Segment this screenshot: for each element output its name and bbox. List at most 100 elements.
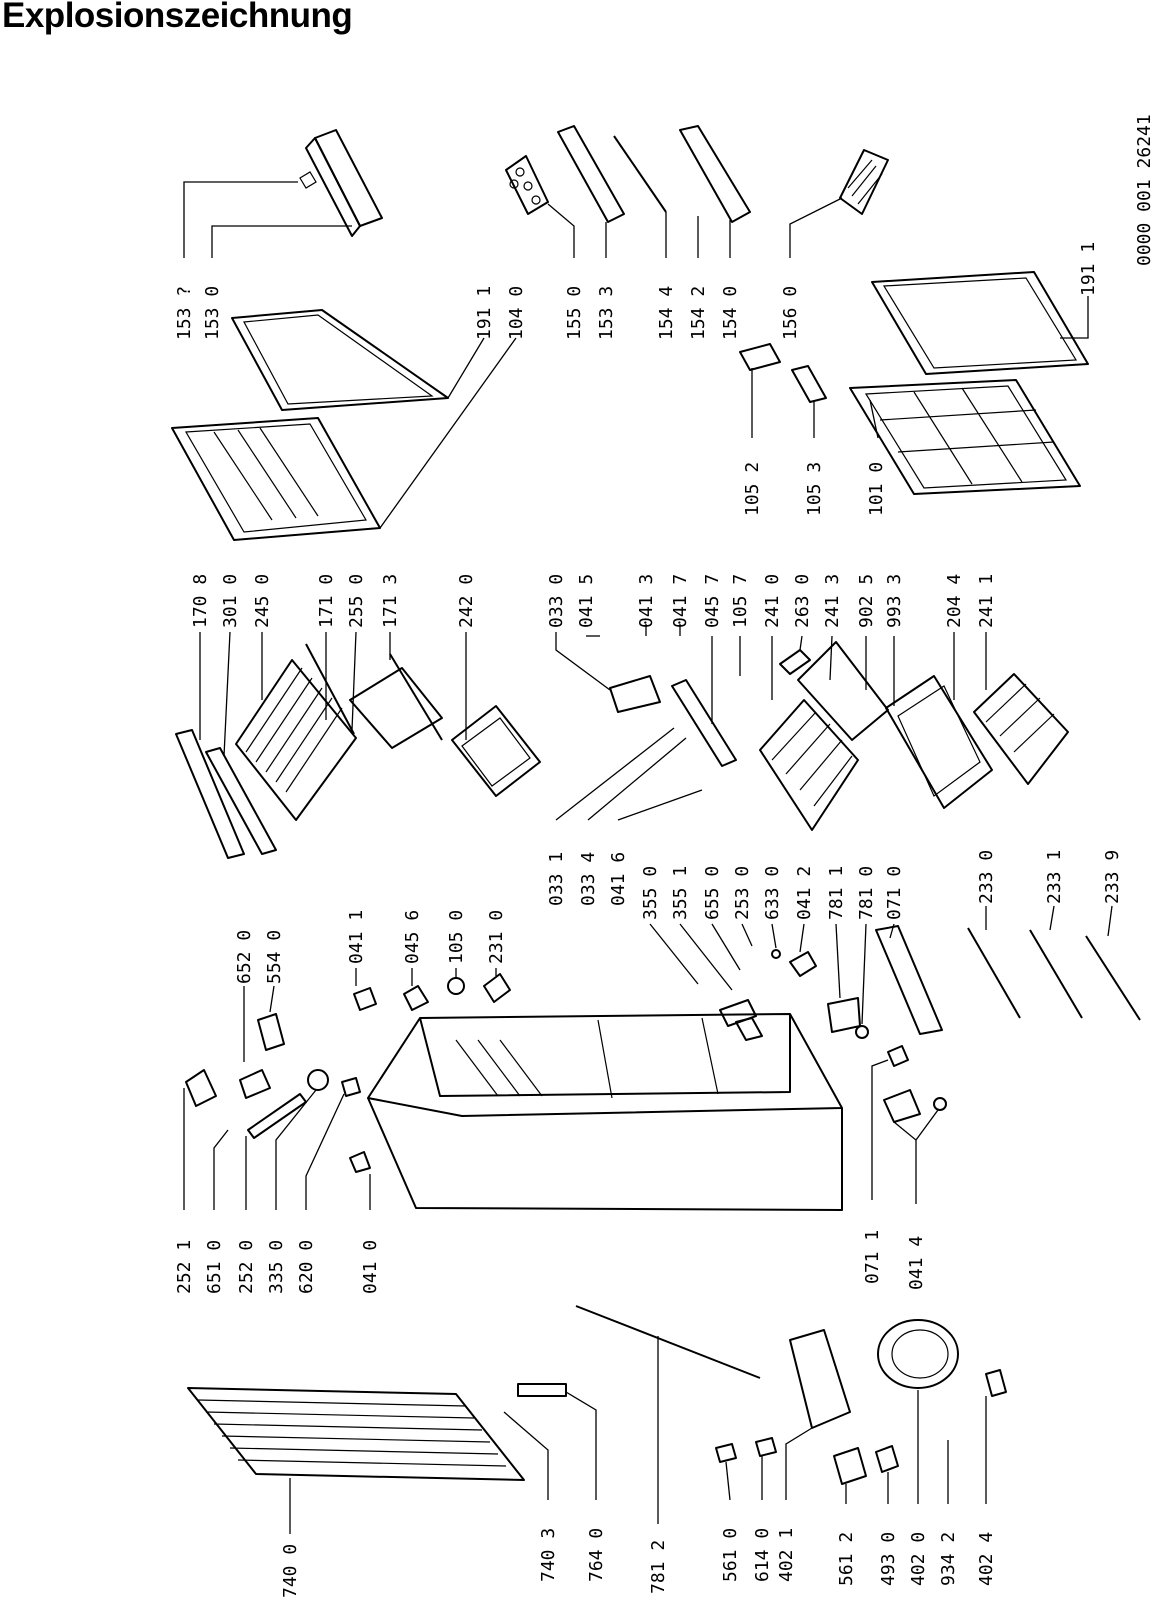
block-part — [341, 1077, 361, 1097]
label-263-0: 263 0 — [792, 574, 813, 628]
door-part — [171, 417, 381, 541]
label-993-3: 993 3 — [884, 574, 905, 628]
label-633-0: 633 0 — [762, 866, 783, 920]
screw-part — [933, 1097, 947, 1111]
label-245-0: 245 0 — [252, 574, 273, 628]
label-252-0: 252 0 — [236, 1240, 257, 1294]
label-041-2: 041 2 — [794, 866, 815, 920]
label-554-0: 554 0 — [264, 930, 285, 984]
glass-shelf-part — [349, 667, 443, 749]
label-041-7: 041 7 — [670, 574, 691, 628]
rail-233-1-part — [1029, 929, 1083, 1019]
label-041-4: 041 4 — [906, 1236, 927, 1290]
hinge-bottom-part — [883, 1089, 921, 1123]
shelf-trim-part — [175, 729, 245, 859]
label-191-1-door: 191 1 — [474, 286, 495, 340]
hinge-top-part — [185, 1069, 217, 1107]
part-shapes — [171, 125, 1141, 1485]
label-233-0: 233 0 — [976, 850, 997, 904]
label-041-5: 041 5 — [576, 574, 597, 628]
label-033-1: 033 1 — [546, 852, 567, 906]
label-041-6: 041 6 — [608, 852, 629, 906]
shelf-edge-part — [305, 643, 355, 735]
label-154-0: 154 0 — [720, 286, 741, 340]
strip-part — [671, 679, 737, 767]
freezer-seal-part — [871, 271, 1089, 375]
basket-241-1-part — [973, 673, 1069, 785]
label-104-0: 104 0 — [506, 286, 527, 340]
label-241-1: 241 1 — [976, 574, 997, 628]
hinge-cover-part — [791, 365, 827, 403]
label-561-2: 561 2 — [836, 1532, 857, 1586]
rail-233-9-part — [1085, 935, 1141, 1021]
label-252-1: 252 1 — [174, 1240, 195, 1294]
label-561-0: 561 0 — [720, 1528, 741, 1582]
label-071-1: 071 1 — [862, 1230, 883, 1284]
hinge-part — [739, 343, 781, 371]
label-101-0: 101 0 — [866, 462, 887, 516]
label-171-3: 171 3 — [380, 574, 401, 628]
label-105-0: 105 0 — [446, 910, 467, 964]
label-171-0: 171 0 — [316, 574, 337, 628]
shelf-153-3-part — [557, 125, 625, 223]
part-labels: 153 ? 153 0 191 1 104 0 155 0 153 3 154 … — [174, 114, 1155, 1598]
label-355-1: 355 1 — [670, 866, 691, 920]
light-cover-part — [875, 925, 943, 1035]
cap-part — [483, 973, 511, 1003]
label-781-2: 781 2 — [648, 1540, 669, 1594]
leader-lines — [183, 181, 1113, 1534]
label-033-4: 033 4 — [578, 852, 599, 906]
label-652-0: 652 0 — [234, 930, 255, 984]
basket-241-0-part — [759, 699, 859, 831]
page-title: Explosionszeichnung — [2, 0, 353, 35]
knob-part — [239, 1069, 271, 1099]
label-740-3: 740 3 — [538, 1528, 559, 1582]
label-402-1: 402 1 — [776, 1528, 797, 1582]
compressor-part — [877, 1319, 959, 1389]
round-part — [447, 977, 465, 995]
label-335-0: 335 0 — [266, 1240, 287, 1294]
clamp-2-part — [755, 1437, 777, 1457]
crisper-part — [451, 705, 541, 797]
label-651-0: 651 0 — [204, 1240, 225, 1294]
label-614-0: 614 0 — [752, 1528, 773, 1582]
clip-part — [349, 1151, 371, 1173]
label-241-3: 241 3 — [822, 574, 843, 628]
clip-top-part — [353, 987, 377, 1011]
relay-cover-part — [875, 1445, 899, 1473]
label-781-1: 781 1 — [826, 866, 847, 920]
label-740-0: 740 0 — [280, 1544, 301, 1598]
rail-233-0-part — [967, 927, 1021, 1019]
clamp-part — [715, 1443, 737, 1463]
label-241-0: 241 0 — [762, 574, 783, 628]
ice-tray-part — [839, 149, 889, 215]
flap-part — [779, 649, 811, 675]
ice-drawer-part — [885, 675, 993, 809]
lamp-bar-part — [609, 675, 661, 713]
clip-mid-part — [403, 985, 429, 1011]
label-233-9: 233 9 — [1102, 850, 1123, 904]
freezer-door-part — [849, 379, 1081, 495]
label-253-0: 253 0 — [732, 866, 753, 920]
label-153-0: 153 0 — [202, 286, 223, 340]
foot-part — [887, 1045, 909, 1067]
condenser-part — [187, 1387, 525, 1481]
label-105-2: 105 2 — [742, 462, 763, 516]
label-170-8: 170 8 — [190, 574, 211, 628]
label-154-4: 154 4 — [656, 286, 677, 340]
label-153-q: 153 ? — [174, 286, 195, 340]
label-155-0: 155 0 — [564, 286, 585, 340]
basket-front-part — [797, 641, 889, 741]
label-781-0: 781 0 — [856, 866, 877, 920]
label-041-3: 041 3 — [636, 574, 657, 628]
egg-tray-part — [505, 155, 549, 215]
rod-part — [613, 135, 667, 213]
label-402-0: 402 0 — [908, 1532, 929, 1586]
label-071-0: 071 0 — [884, 866, 905, 920]
disc-part — [307, 1069, 329, 1091]
label-045-6: 045 6 — [402, 910, 423, 964]
cabinet-part — [367, 1013, 843, 1211]
thermostat-bar-part — [247, 1093, 307, 1139]
label-255-0: 255 0 — [346, 574, 367, 628]
